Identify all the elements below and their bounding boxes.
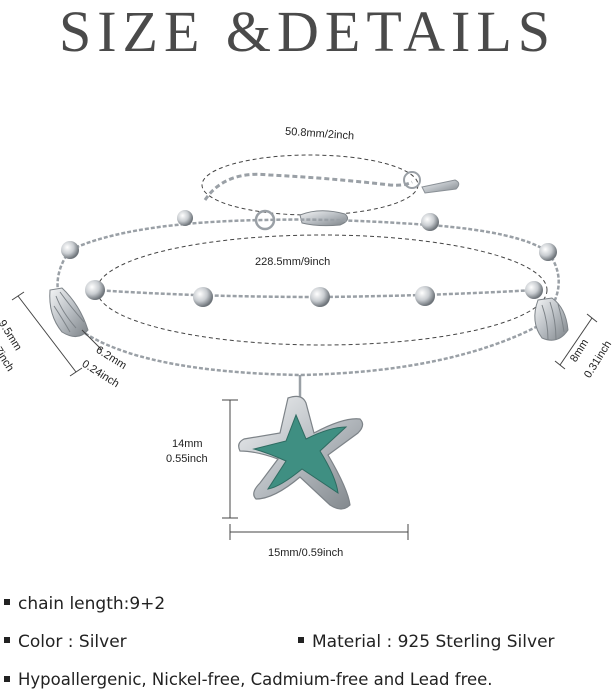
lower-chain	[79, 323, 541, 377]
bracelet-illustration	[11, 154, 598, 540]
extender-tag	[421, 179, 460, 194]
spec-chain-length: chain length:9+2	[4, 594, 165, 614]
left-shell-charm	[49, 287, 89, 337]
bead	[539, 243, 557, 261]
chain-dash-ellipse	[96, 234, 548, 346]
upper-chain	[69, 218, 549, 254]
lobster-clasp	[299, 210, 349, 227]
starfish-height-mm-label: 14mm	[172, 438, 203, 450]
right-side-chain	[546, 251, 560, 301]
bullet-icon	[4, 637, 10, 643]
bead	[193, 287, 213, 307]
bullet-icon	[4, 599, 10, 605]
starfish-width-label: 15mm/0.59inch	[268, 547, 344, 559]
bead	[421, 213, 439, 231]
bead	[85, 280, 105, 300]
bead	[525, 281, 543, 299]
bead	[61, 241, 79, 259]
extender-dash-ellipse	[201, 154, 419, 216]
starfish-height-inch-label: 0.55inch	[166, 453, 208, 465]
bullet-icon	[298, 637, 304, 643]
bead	[310, 287, 330, 307]
bead	[177, 210, 193, 226]
extender-ring	[403, 171, 421, 189]
extender-chain	[203, 172, 413, 201]
chain-length-label: 228.5mm/9inch	[255, 256, 331, 268]
bullet-icon	[4, 675, 10, 682]
spec-allergy: Hypoallergenic, Nickel-free, Cadmium-fre…	[4, 670, 493, 690]
starfish-pendant	[238, 395, 364, 510]
page-title: SIZE &DETAILS	[58, 0, 557, 64]
bead	[415, 286, 435, 306]
right-shell-charm	[534, 297, 569, 341]
spec-material: Material : 925 Sterling Silver	[298, 632, 555, 652]
spec-color: Color : Silver	[4, 632, 127, 652]
